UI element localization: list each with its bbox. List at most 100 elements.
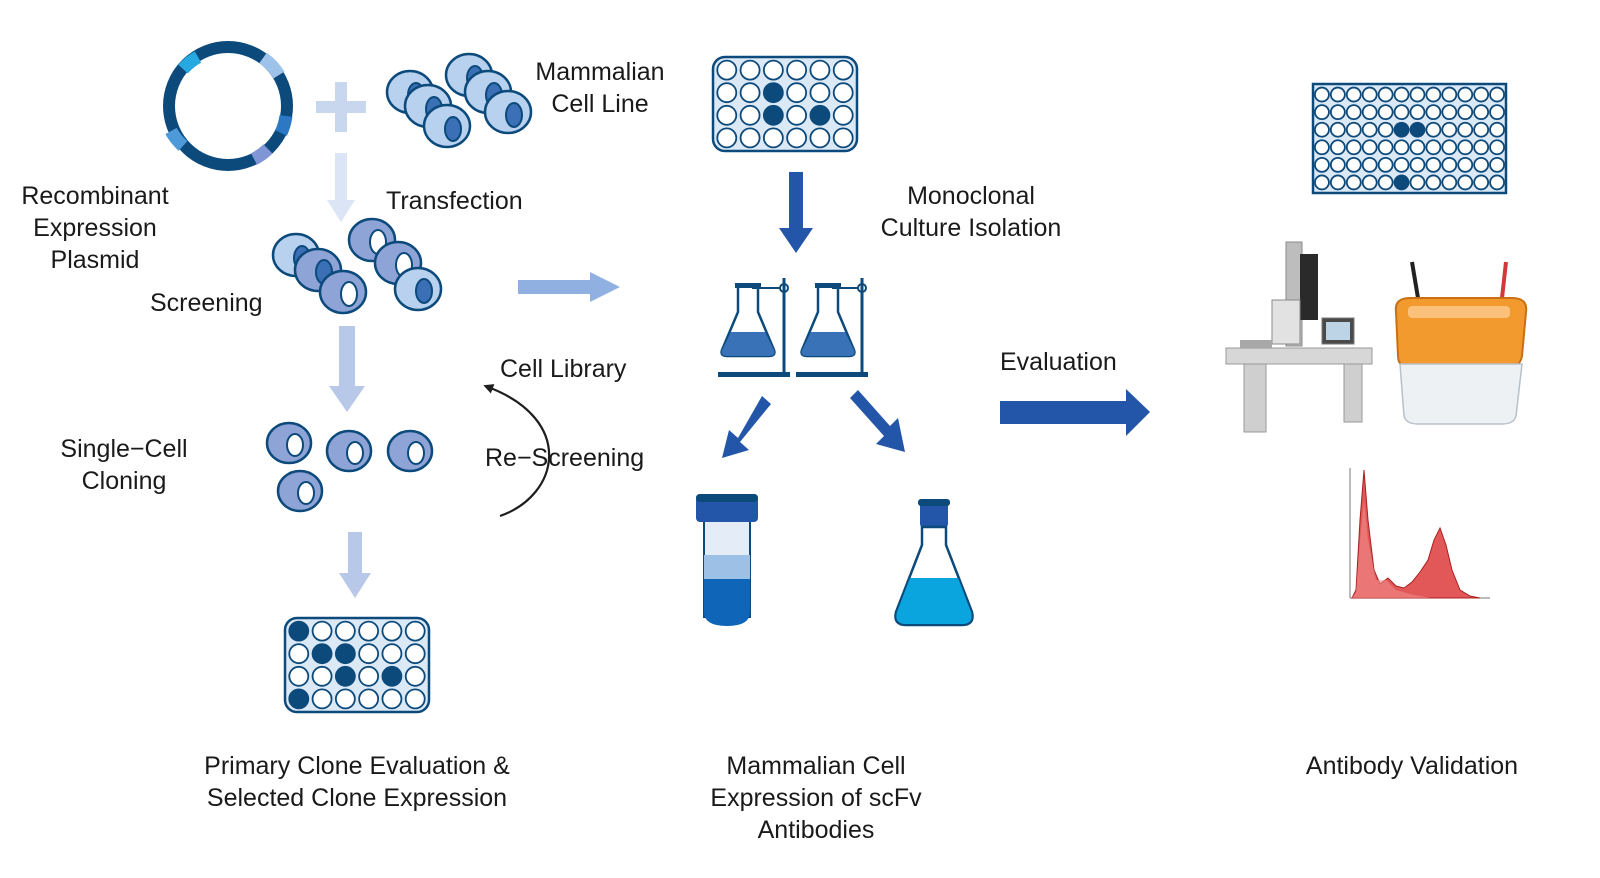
- plate-well: [358, 643, 380, 665]
- to-flasks-arrow: [779, 172, 813, 253]
- plate-well: [1377, 121, 1394, 138]
- plate-well: [1489, 139, 1505, 156]
- plate-frame: [711, 55, 859, 153]
- plate-well: [832, 104, 854, 126]
- plate-well: [716, 104, 738, 126]
- screening-down-arrow: [329, 326, 365, 412]
- centrifuge-tube-icon: [696, 494, 758, 626]
- plate-well: [832, 82, 854, 104]
- transfection-label: Transfection: [386, 187, 523, 215]
- plate-well: [1425, 139, 1442, 156]
- single-cell-cloning-label: Single−Cell Cloning: [60, 435, 188, 495]
- plate-well: [1314, 104, 1330, 121]
- plate-well: [1489, 174, 1505, 191]
- plate-well: [1425, 174, 1442, 191]
- plate-well: [1409, 156, 1426, 173]
- plate-well: [1345, 174, 1362, 191]
- plate-well: [288, 665, 310, 687]
- plate-well: [1441, 139, 1458, 156]
- plate-well: [1489, 121, 1505, 138]
- plate-well: [311, 665, 333, 687]
- plate-well: [381, 643, 403, 665]
- plate-well-filled: [1409, 121, 1426, 138]
- validation-plate: [1311, 82, 1508, 195]
- to-tube-arrow: [722, 396, 771, 458]
- erlenmeyer-flask-icon: [894, 499, 974, 627]
- plate-well: [1409, 174, 1426, 191]
- plate-well: [1345, 104, 1362, 121]
- plate-well-filled: [762, 104, 784, 126]
- plate-well: [1473, 174, 1490, 191]
- electron-microscope-icon: [1225, 241, 1373, 433]
- plate-well: [1425, 86, 1442, 103]
- plate-well: [1345, 139, 1362, 156]
- plate-well: [311, 620, 333, 642]
- plate-well: [1457, 174, 1474, 191]
- cell-library-label: Cell Library: [500, 355, 627, 383]
- plate-well: [739, 104, 761, 126]
- plate-well: [832, 127, 854, 149]
- plate-well: [1393, 156, 1410, 173]
- plate-well-filled: [288, 620, 310, 642]
- monoclonal-plate: [711, 55, 859, 153]
- plate-well: [1329, 121, 1346, 138]
- mammalian-cells-icon: [385, 52, 533, 149]
- plate-well: [358, 665, 380, 687]
- evaluation-arrow: [1000, 389, 1150, 436]
- plate-well: [1425, 156, 1442, 173]
- single-cells-icon: [265, 421, 434, 513]
- plate-well: [1345, 156, 1362, 173]
- cloning-down-arrow: [339, 532, 371, 598]
- plate-well: [334, 688, 356, 710]
- plate-well: [1329, 139, 1346, 156]
- plate-well: [1489, 156, 1505, 173]
- plate-well: [404, 688, 426, 710]
- plate-well: [1489, 104, 1505, 121]
- plate-well: [786, 82, 808, 104]
- plate-well: [1393, 139, 1410, 156]
- plate-well: [381, 688, 403, 710]
- plate-well-filled: [381, 665, 403, 687]
- plate-well: [1473, 104, 1490, 121]
- plate-well: [311, 688, 333, 710]
- plate-well: [1377, 174, 1394, 191]
- plate-well: [809, 82, 831, 104]
- plate-well: [739, 82, 761, 104]
- plate-well: [1441, 86, 1458, 103]
- plate-well: [739, 59, 761, 81]
- plate-frame: [1311, 82, 1508, 195]
- plate-well: [809, 59, 831, 81]
- plasmid-icon: [163, 41, 293, 171]
- plate-well: [1314, 156, 1330, 173]
- mammalian-cell-line-label: Mammalian Cell Line: [535, 58, 665, 118]
- mammalian-cell-expression-label: Mammalian Cell Expression of scFv Antibo…: [710, 752, 922, 844]
- re-screening-label: Re−Screening: [485, 444, 645, 472]
- plate-well: [1457, 86, 1474, 103]
- plate-well: [288, 643, 310, 665]
- plate-well: [832, 59, 854, 81]
- plate-well: [334, 620, 356, 642]
- plate-well: [1377, 139, 1394, 156]
- plate-well: [1457, 121, 1474, 138]
- screening-label: Screening: [150, 289, 263, 317]
- plate-well: [1314, 139, 1330, 156]
- plate-well: [1473, 139, 1490, 156]
- transfection-arrow: [327, 153, 355, 222]
- plate-frame: [283, 616, 431, 714]
- plate-well-filled: [334, 665, 356, 687]
- plate-well: [1425, 121, 1442, 138]
- plate-well: [358, 620, 380, 642]
- to-library-arrow: [518, 272, 620, 302]
- plate-well: [1473, 156, 1490, 173]
- primary-clone-plate: [283, 616, 431, 714]
- plate-well: [358, 688, 380, 710]
- plate-well-filled: [762, 82, 784, 104]
- plate-well: [1314, 121, 1330, 138]
- plate-well: [1361, 139, 1378, 156]
- plate-well: [1361, 174, 1378, 191]
- plate-well: [739, 127, 761, 149]
- plate-well: [716, 82, 738, 104]
- re-screening-arrow: [483, 384, 551, 518]
